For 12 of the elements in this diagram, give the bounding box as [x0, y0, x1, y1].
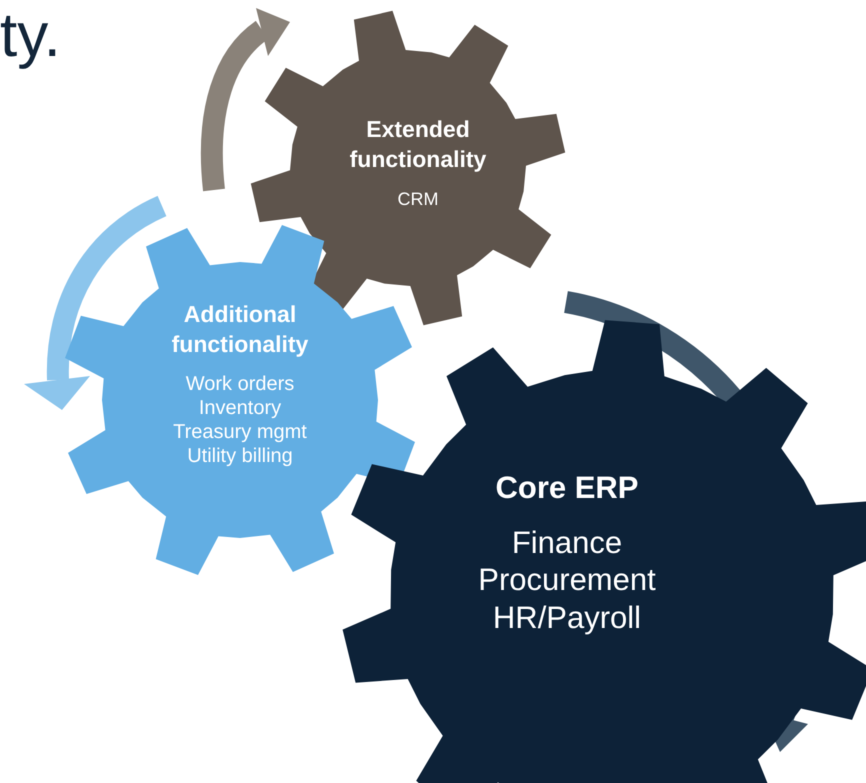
gear-item: CRM: [398, 188, 438, 210]
gear-item: Procurement: [478, 561, 656, 599]
gear-item: Utility billing: [187, 444, 293, 468]
title-fragment: ty.: [0, 2, 61, 70]
gear-heading: Extended functionality: [348, 115, 488, 174]
gear-item: Finance: [512, 524, 622, 562]
gear-heading: Core ERP: [496, 469, 638, 507]
gear-item: Work orders: [186, 372, 294, 396]
gear-heading: Additional functionality: [170, 300, 310, 359]
gear-item: Treasury mgmt: [173, 420, 307, 444]
gear-item: Inventory: [198, 396, 282, 420]
gear-item: HR/Payroll: [492, 598, 642, 636]
